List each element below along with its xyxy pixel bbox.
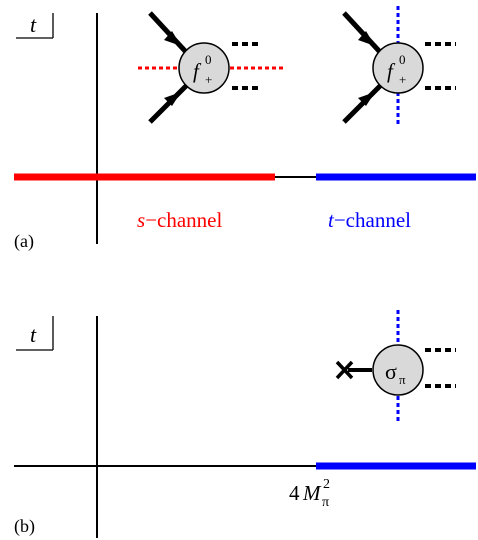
threshold-superscript: 2 <box>323 477 330 492</box>
arrow-icon <box>164 92 181 106</box>
threshold-subscript: π <box>322 495 329 510</box>
panel-b: t σ π 4 M π 2 (b) <box>14 310 476 538</box>
s-channel-letter: s <box>137 208 145 232</box>
sigma-blob <box>372 344 424 396</box>
arrow-icon <box>358 31 375 46</box>
t-channel-letter: t <box>328 208 335 232</box>
variable-label-b: t <box>30 322 37 347</box>
cross-icon <box>335 360 354 380</box>
panel-label-a: (a) <box>14 231 34 252</box>
variable-box-b: t <box>16 316 54 351</box>
panel-label-b: (b) <box>14 516 35 537</box>
threshold-label: 4 M π 2 <box>289 477 330 510</box>
incoming-line-bottom <box>148 84 188 124</box>
scalar-form-factor-diagram: σ π <box>335 310 456 424</box>
blob-symbol: f <box>387 59 396 83</box>
t-channel-label: t−channel <box>328 208 411 232</box>
blob-subscript: π <box>399 372 406 387</box>
form-factor-blob <box>372 42 424 94</box>
incoming-line-top <box>342 11 382 54</box>
form-factor-blob <box>178 42 230 94</box>
variable-label-a: t <box>30 12 37 37</box>
s-channel-suffix: −channel <box>145 208 222 232</box>
variable-box-a: t <box>16 12 54 39</box>
blob-superscript: 0 <box>205 52 212 67</box>
panel-a: t f 0 + <box>14 6 476 252</box>
arrow-icon <box>164 31 181 46</box>
blob-superscript: 0 <box>399 52 406 67</box>
t-channel-suffix: −channel <box>334 208 411 232</box>
threshold-coefficient: 4 <box>289 481 300 505</box>
s-channel-label: s−channel <box>137 208 222 232</box>
arrow-icon <box>358 92 375 106</box>
threshold-symbol: M <box>302 481 322 505</box>
blob-symbol: f <box>193 59 202 83</box>
s-channel-diagram: f 0 + <box>138 11 283 124</box>
incoming-line-top <box>148 11 188 54</box>
t-channel-diagram: f 0 + <box>342 6 456 124</box>
incoming-line-bottom <box>342 84 382 124</box>
blob-subscript: + <box>399 72 406 87</box>
blob-subscript: + <box>205 72 212 87</box>
blob-symbol: σ <box>385 359 397 384</box>
